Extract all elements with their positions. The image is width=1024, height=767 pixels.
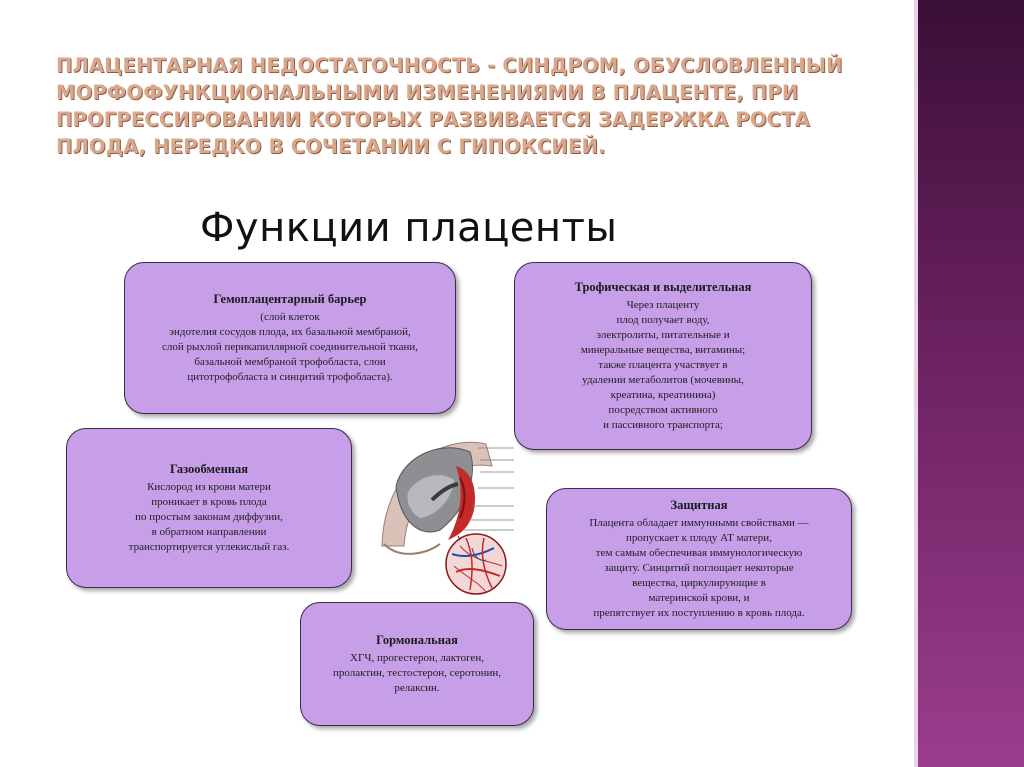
box-text-line: защиту. Синцитий поглощает некоторые bbox=[604, 561, 794, 574]
box-text-line: пролактин, тестостерон, серотонин, bbox=[333, 666, 501, 679]
box-title: Гормональная bbox=[376, 632, 458, 647]
box-text-line: по простым законам диффузии, bbox=[135, 510, 283, 523]
box-text-line: Через плаценту bbox=[626, 298, 700, 311]
box-text-line: препятствует их поступлению в кровь плод… bbox=[593, 606, 805, 619]
box-text-line: креатина, креатинина) bbox=[610, 388, 716, 401]
box-text-line: транспортируется углекислый газ. bbox=[128, 540, 290, 553]
box-title: Защитная bbox=[670, 497, 728, 512]
decorative-side-band bbox=[914, 0, 1024, 767]
box-title: Гемоплацентарный барьер bbox=[213, 291, 367, 306]
box-text-line: плод получает воду, bbox=[616, 313, 710, 326]
box-text-line: (слой клеток bbox=[260, 310, 320, 323]
box-text-line: Плацента обладает иммунными свойствами — bbox=[589, 516, 809, 529]
box-text-line: материнской крови, и bbox=[648, 591, 750, 604]
box-text-line: минеральные вещества, витамины; bbox=[580, 343, 746, 356]
gas-exchange-function-box: Газообменная Кислород из крови матери пр… bbox=[66, 428, 352, 588]
box-title: Газообменная bbox=[169, 461, 249, 476]
heading-line: плода, нередко в сочетании с гипоксией. bbox=[56, 135, 606, 158]
box-text-line: эндотелия сосудов плода, их базальной ме… bbox=[169, 325, 411, 338]
box-text-line: релаксин. bbox=[394, 681, 440, 694]
box-text-line: электролиты, питательные и bbox=[596, 328, 730, 341]
box-text-line: ХГЧ, прогестерон, лактоген, bbox=[350, 651, 484, 664]
box-text-line: также плацента участвует в bbox=[598, 358, 728, 371]
slide-heading: Плацентарная недостаточность - синдром, … bbox=[56, 52, 856, 160]
box-text-line: и пассивного транспорта; bbox=[603, 418, 723, 431]
box-text-line: в обратном направлении bbox=[151, 525, 267, 538]
heading-line: Плацентарная недостаточность - синдром, … bbox=[56, 54, 843, 77]
trophic-function-box: Трофическая и выделительная Через плацен… bbox=[514, 262, 812, 450]
box-text-line: Кислород из крови матери bbox=[147, 480, 271, 493]
box-text-line: пропускает к плоду АТ матери, bbox=[626, 531, 772, 544]
heading-line: прогрессировании которых развивается зад… bbox=[56, 108, 810, 131]
placenta-illustration bbox=[381, 441, 514, 595]
box-text-line: тем самым обеспечивая иммунологическую bbox=[595, 546, 803, 559]
section-title: Функции плаценты bbox=[200, 205, 618, 251]
protective-function-box: Защитная Плацента обладает иммунными сво… bbox=[546, 488, 852, 630]
box-text-line: базальной мембраной трофобласта, слои bbox=[194, 355, 386, 368]
box-text-line: цитотрофобласта и синцитий трофобласта). bbox=[187, 370, 393, 383]
barrier-function-box: Гемоплацентарный барьер (слой клеток энд… bbox=[124, 262, 456, 414]
box-text-line: проникает в кровь плода bbox=[151, 495, 267, 508]
heading-line: морфофункциональными изменениями в плаце… bbox=[56, 81, 799, 104]
box-text-line: вещества, циркулирующие в bbox=[632, 576, 766, 589]
box-title: Трофическая и выделительная bbox=[574, 279, 752, 294]
box-text-line: посредством активного bbox=[608, 403, 718, 416]
box-text-line: удалении метаболитов (мочевины, bbox=[582, 373, 744, 386]
box-text-line: слой рыхлой перикапиллярной соединительн… bbox=[161, 340, 419, 353]
hormonal-function-box: Гормональная ХГЧ, прогестерон, лактоген,… bbox=[300, 602, 534, 726]
